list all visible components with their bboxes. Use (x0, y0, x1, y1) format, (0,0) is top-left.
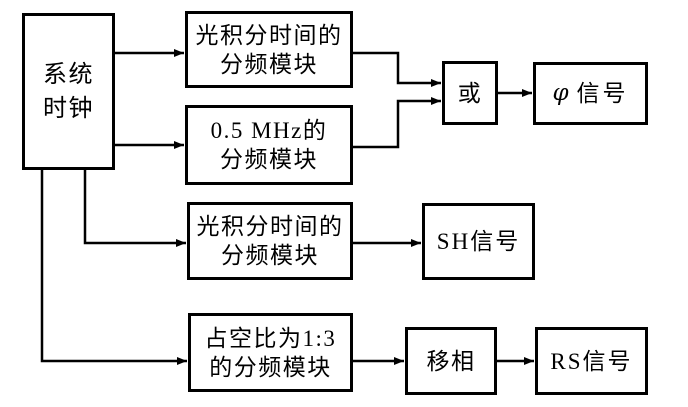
wire-mhz-to-or (353, 97, 441, 149)
wire-clock-to-duty (40, 170, 187, 365)
node-optical-divider-mid: 光积分时间的 分频模块 (187, 202, 353, 280)
node-system-clock: 系统 时钟 (22, 13, 115, 170)
node-label-line: 或 (457, 80, 483, 106)
wire-optical-top-to-or (353, 51, 441, 87)
wire-clock-to-optical-mid (83, 170, 186, 247)
node-label-line: 的分频模块 (209, 354, 332, 380)
node-label-line: 系统 (43, 61, 94, 88)
node-label-line: 时钟 (43, 95, 94, 122)
node-label-line: 分频模块 (220, 51, 318, 77)
node-mhz-divider: 0.5 MHz的 分频模块 (185, 105, 353, 185)
node-label-line: 光积分时间的 (196, 214, 344, 239)
node-optical-divider-top: 光积分时间的 分频模块 (185, 11, 353, 88)
phi-symbol: φ (552, 80, 572, 106)
node-rs-signal: RS信号 (535, 327, 648, 395)
node-label-line: SH信号 (436, 229, 521, 254)
node-label-line: 分频模块 (220, 147, 318, 172)
node-phi-signal: φ 信号 (533, 62, 648, 125)
node-label-line: 占空比为1:3 (204, 325, 337, 351)
node-phase-shifter: 移相 (405, 327, 497, 395)
node-label-line: 0.5 MHz的 (210, 118, 328, 143)
node-label-line: 光积分时间的 (195, 22, 343, 48)
node-label-line: RS信号 (550, 348, 633, 374)
node-sh-signal: SH信号 (422, 203, 535, 280)
node-duty-divider: 占空比为1:3 的分频模块 (188, 313, 353, 392)
node-label-line: 信号 (576, 81, 629, 106)
node-or-gate: 或 (442, 61, 498, 125)
node-label-line: 移相 (426, 348, 476, 374)
node-label-line: 分频模块 (221, 243, 319, 268)
